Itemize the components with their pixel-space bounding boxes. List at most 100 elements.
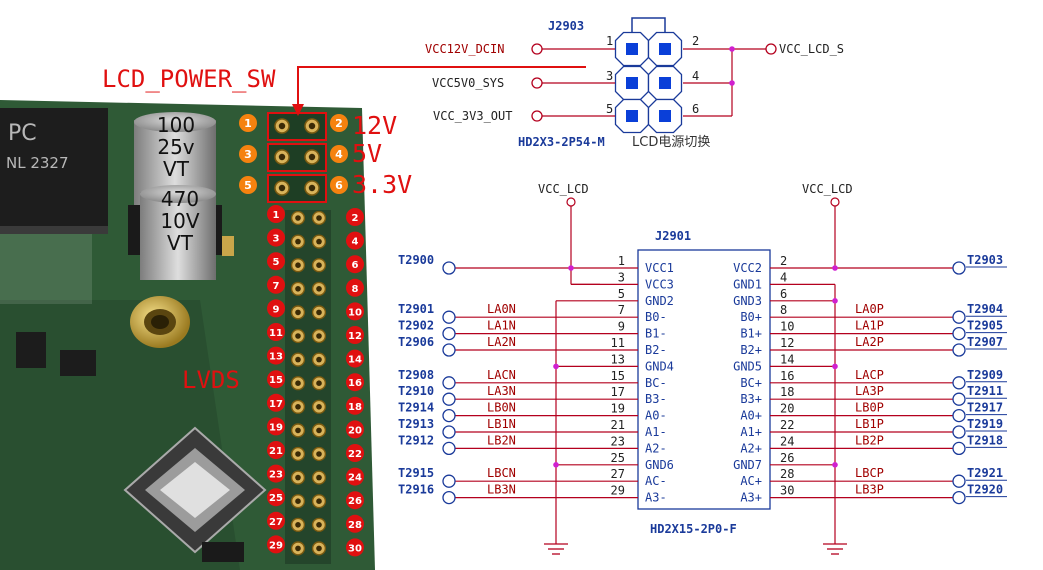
j2901-pin-name: B0- xyxy=(645,310,667,324)
power-pin-marker xyxy=(239,114,257,132)
lvds-pin-number: 23 xyxy=(269,470,283,481)
j2901-pin-name: A1- xyxy=(645,425,667,439)
lvds-pin-marker xyxy=(267,488,285,507)
lvds-pin-hole xyxy=(316,451,322,457)
lvds-pin-marker xyxy=(267,441,285,459)
lvds-pin-hole xyxy=(316,356,322,363)
smd-part xyxy=(60,350,96,376)
j2903-part: HD2X3-2P54-M xyxy=(518,135,605,149)
net-label: LA0P xyxy=(855,302,884,316)
lvds-pin-hole xyxy=(316,545,322,552)
test-point-label: T2908 xyxy=(398,368,434,382)
test-point xyxy=(442,474,456,488)
junction-dot xyxy=(568,265,574,271)
cap2-voltage: 10V xyxy=(160,209,199,233)
junction-dot xyxy=(832,265,838,271)
voltage-5v-label: 5V xyxy=(352,139,382,168)
lvds-pin-number: 4 xyxy=(352,237,359,248)
lvds-pin-number: 16 xyxy=(348,378,362,389)
test-point-label: T2903 xyxy=(967,253,1003,267)
j2901-pin-name: GND1 xyxy=(733,277,762,291)
j2901-pin-name: GND2 xyxy=(645,294,674,308)
lvds-pin-marker xyxy=(346,538,364,557)
j2901-body xyxy=(637,249,771,510)
lvds-pin-number: 2 xyxy=(352,213,359,224)
test-point-label: T2902 xyxy=(398,319,434,333)
test-point-label: T2906 xyxy=(398,335,434,349)
j2903-pin-pad xyxy=(626,77,638,89)
lvds-pin-hole xyxy=(316,404,322,410)
net-label: LB1P xyxy=(855,417,884,431)
lvds-pin-marker xyxy=(267,393,285,412)
junction-dot xyxy=(832,462,838,468)
net-label: LB0P xyxy=(855,401,884,415)
j2901-pin-name: B3+ xyxy=(740,392,762,406)
power-pin-marker xyxy=(239,176,257,194)
lvds-pin-number: 5 xyxy=(273,257,280,268)
power-pin-number: 5 xyxy=(244,179,252,192)
test-point-label: T2920 xyxy=(967,483,1003,497)
voltage-12v-label: 12V xyxy=(352,111,397,140)
test-point xyxy=(442,408,456,423)
j2901-pin-number: 23 xyxy=(611,434,625,448)
lvds-pin-marker xyxy=(267,464,285,483)
j2903-pin-5: 5 xyxy=(606,102,613,116)
test-point-label: T2910 xyxy=(398,384,434,398)
lvds-pin-number: 30 xyxy=(348,543,362,554)
test-point-label: T2917 xyxy=(967,401,1003,415)
test-point xyxy=(442,490,456,505)
j2901-pin-number: 18 xyxy=(780,385,794,399)
lvds-pin-marker xyxy=(267,252,285,271)
test-point xyxy=(952,310,966,324)
net-vcc-lcd-s: VCC_LCD_S xyxy=(779,42,844,56)
lvds-pin-marker xyxy=(346,467,364,486)
test-point xyxy=(952,261,966,275)
j2901-pin-number: 16 xyxy=(780,369,794,383)
junction-dot xyxy=(832,363,838,370)
j2901-pin-name: GND7 xyxy=(733,458,762,472)
j2901-pin-name: VCC2 xyxy=(733,261,762,275)
net-label: LB1N xyxy=(487,417,516,431)
j2901-pin-name: BC- xyxy=(645,376,667,390)
lvds-pin-marker xyxy=(346,349,364,368)
net-label: LB3P xyxy=(855,483,884,497)
lvds-pin-number: 25 xyxy=(269,493,283,504)
lvds-pin-hole xyxy=(316,262,322,269)
power-pin-number: 6 xyxy=(335,179,343,192)
j2901-pin-number: 17 xyxy=(611,385,625,399)
test-point xyxy=(952,490,966,505)
j2901-pin-number: 4 xyxy=(780,270,787,284)
cap2-value: 470 xyxy=(161,187,199,211)
j2901-pin-name: AC- xyxy=(645,474,667,488)
lvds-pin-hole xyxy=(316,474,322,481)
test-point xyxy=(952,474,966,488)
header-pin-hole xyxy=(278,153,286,161)
lvds-pin-marker xyxy=(346,302,364,321)
test-point xyxy=(952,343,966,357)
smd-pad xyxy=(222,236,234,256)
j2903-pin-pad xyxy=(626,110,638,122)
j2901-pin-number: 2 xyxy=(780,254,787,268)
pointer-line xyxy=(297,66,586,111)
lvds-pin-number: 29 xyxy=(269,540,283,551)
net-label: LA3P xyxy=(855,384,884,398)
j2901-pin-name: GND3 xyxy=(733,294,762,308)
power-pin-marker xyxy=(330,114,348,132)
ground-symbol xyxy=(544,543,568,555)
vcc-lcd-s-terminal xyxy=(765,43,777,55)
j2901-pin-name: A0+ xyxy=(740,409,762,423)
test-point-label: T2919 xyxy=(967,417,1003,431)
net-label: LA3N xyxy=(487,384,516,398)
brass-standoff xyxy=(130,296,190,348)
power-pin-marker xyxy=(239,145,257,163)
lvds-pin-number: 3 xyxy=(273,234,280,245)
j2901-pin-number: 1 xyxy=(618,254,625,268)
j2903-pin-1: 1 xyxy=(606,34,613,48)
j2903-left-terminals xyxy=(531,43,615,122)
j2901-pin-name: B0+ xyxy=(740,310,762,324)
